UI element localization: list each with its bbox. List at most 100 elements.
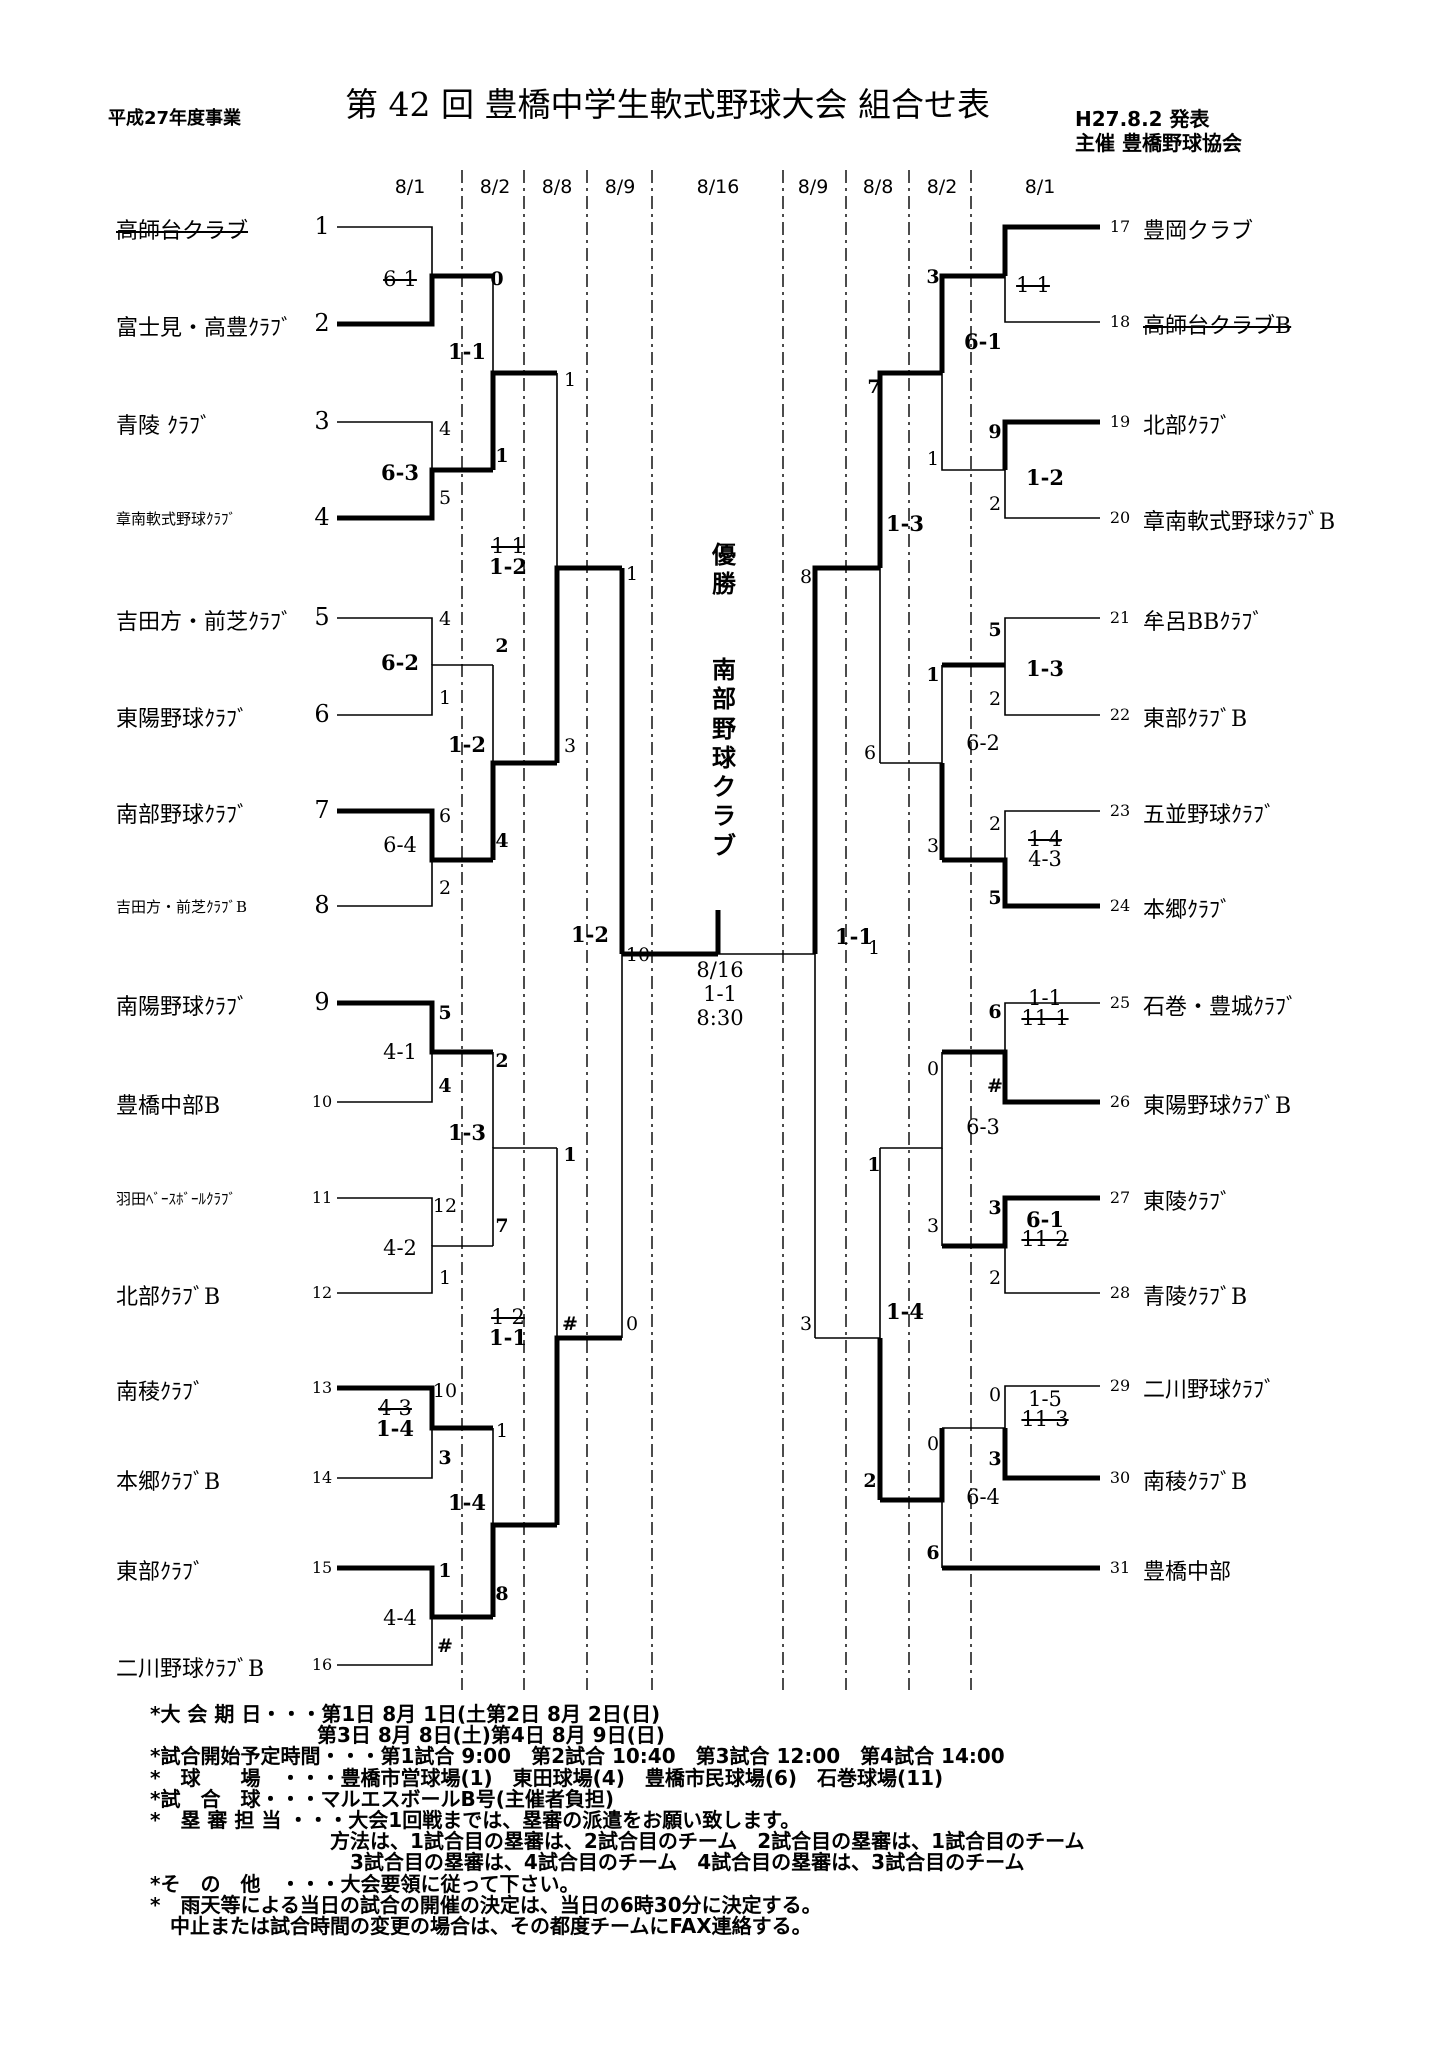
team-name-right: 青陵ｸﾗﾌﾞB (1143, 1285, 1248, 1310)
bracket-line (942, 1049, 1100, 1105)
match-score: 1-2 (1026, 465, 1064, 490)
match-score: 11-2 (1021, 1227, 1069, 1251)
note-line: 中止または試合時間の変更の場合は、その都度チームにFAX連絡する。 (150, 1914, 812, 1939)
match-number: 0 (625, 1313, 639, 1335)
notes: *大 会 期 日・・・第1日 8月 1日(土第2日 8月 2日(日) 第3日 8… (150, 1703, 1084, 1939)
team-number-right: 18 (1109, 312, 1131, 331)
match-number: 1 (867, 937, 881, 959)
match-score: 4-3 (1028, 847, 1062, 871)
match-number: 6 (863, 742, 877, 764)
match-score: 4-4 (383, 1606, 417, 1630)
champion-team: 南部野球クラブ (712, 655, 736, 860)
team-number-right: 21 (1109, 608, 1131, 627)
team-name-right: 豊岡クラブ (1143, 219, 1254, 244)
match-score: 1-1 (489, 1325, 527, 1350)
bracket-line (490, 1522, 557, 1617)
team-number-right: 27 (1109, 1188, 1131, 1207)
team-number-left: 12 (311, 1283, 333, 1302)
team-name-left: 本郷ｸﾗﾌﾞB (116, 1470, 221, 1495)
match-number: 4 (495, 830, 509, 852)
team-name-right: 石巻・豊城ｸﾗﾌﾞ (1143, 995, 1298, 1020)
match-score: 6-1 (383, 267, 417, 291)
match-score: 1-2 (489, 554, 527, 579)
match-number: 1 (926, 664, 940, 686)
team-number-right: 23 (1109, 801, 1131, 820)
team-number-right: 20 (1109, 508, 1131, 527)
match-score: 6-3 (381, 460, 419, 485)
bracket-line (337, 273, 493, 327)
match-score: 1-1 (835, 924, 873, 949)
match-score: 1-4 (448, 1490, 486, 1515)
match-number: # (987, 1075, 1003, 1097)
team-number-right: 26 (1109, 1092, 1131, 1111)
team-name-left: 豊橋中部B (116, 1094, 221, 1119)
team-name-left: 吉田方・前芝ｸﾗﾌﾞ (116, 610, 293, 635)
team-number-left: 3 (314, 407, 330, 435)
match-number: 1 (563, 1144, 577, 1166)
match-number: 1 (867, 1154, 881, 1176)
match-number: 1 (926, 448, 940, 470)
match-number: 2 (495, 1050, 509, 1072)
final-time: 8:30 (696, 1006, 744, 1031)
match-score: 6-3 (966, 1115, 1000, 1139)
team-name-right: 豊橋中部 (1143, 1560, 1232, 1585)
match-score: 1-4 (1028, 827, 1062, 851)
match-score: 1-2 (491, 1305, 525, 1329)
match-number: 2 (988, 1267, 1002, 1289)
match-number: 5 (988, 619, 1002, 641)
bracket-line (942, 1385, 1100, 1429)
team-name-right: 東部ｸﾗﾌﾞB (1143, 707, 1248, 732)
note-line: * 球 場 ・・・豊橋市営球場(1) 東田球場(4) 豊橋市民球場(6) 石巻球… (150, 1765, 944, 1790)
bracket-line (490, 760, 557, 860)
match-number: # (562, 1313, 578, 1335)
bracket-line (337, 1052, 433, 1103)
match-number: 0 (926, 1058, 940, 1080)
match-number: 6 (438, 805, 452, 827)
match-score: 6-2 (381, 650, 419, 675)
bracket-line (337, 808, 493, 863)
match-number: 1 (495, 445, 509, 467)
match-number: 4 (438, 1075, 452, 1097)
bracket-line (337, 1617, 433, 1666)
team-number-left: 9 (314, 988, 330, 1016)
bracket-line (1002, 224, 1100, 276)
team-name-left: 二川野球ｸﾗﾌﾞB (116, 1657, 265, 1682)
match-score: 4-1 (383, 1040, 417, 1064)
bracket-line (337, 1565, 493, 1620)
team-number-right: 24 (1109, 896, 1131, 915)
match-number: 1 (438, 1267, 452, 1289)
team-name-left: 羽田ﾍﾞｰｽﾎﾞｰﾙｸﾗﾌﾞ (116, 1190, 237, 1208)
bracket-line (942, 857, 1100, 909)
round-date: 8/9 (604, 176, 636, 198)
bracket-line (880, 1428, 945, 1503)
fiscal-year-label: 平成27年度事業 (108, 108, 242, 129)
bracket-line (1004, 810, 1100, 860)
team-number-right: 31 (1109, 1558, 1131, 1577)
team-number-right: 28 (1109, 1283, 1131, 1302)
match-score: 1-3 (448, 1120, 486, 1145)
round-date: 8/16 (696, 176, 740, 198)
announcement-date: H27.8.2 発表 (1075, 107, 1210, 131)
team-number-left: 14 (311, 1468, 333, 1487)
match-number: 3 (926, 1215, 940, 1237)
note-line: *そ の 他 ・・・大会要領に従って下さい。 (150, 1871, 580, 1896)
match-score: 1-1 (448, 339, 486, 364)
organizer: 主催 豊橋野球協会 (1075, 131, 1242, 155)
bracket-line (337, 226, 433, 276)
team-name-left: 南部野球ｸﾗﾌﾞ (116, 803, 249, 828)
team-number-left: 2 (314, 309, 330, 337)
match-number: 3 (563, 735, 577, 757)
bracket-line (1002, 1428, 1100, 1481)
bracket-line (337, 421, 433, 470)
bracket-line (337, 617, 433, 665)
match-number: 1 (438, 1560, 452, 1582)
match-score: 6-4 (383, 833, 417, 857)
team-name-right: 二川野球ｸﾗﾌﾞ (1143, 1378, 1276, 1403)
match-score: 4-3 (378, 1396, 412, 1420)
match-score: 1-1 (1028, 986, 1062, 1010)
bracket-line (337, 1428, 433, 1479)
bracket-line (1004, 276, 1100, 323)
bracket-line (941, 373, 1100, 519)
round-date: 8/2 (926, 176, 958, 198)
